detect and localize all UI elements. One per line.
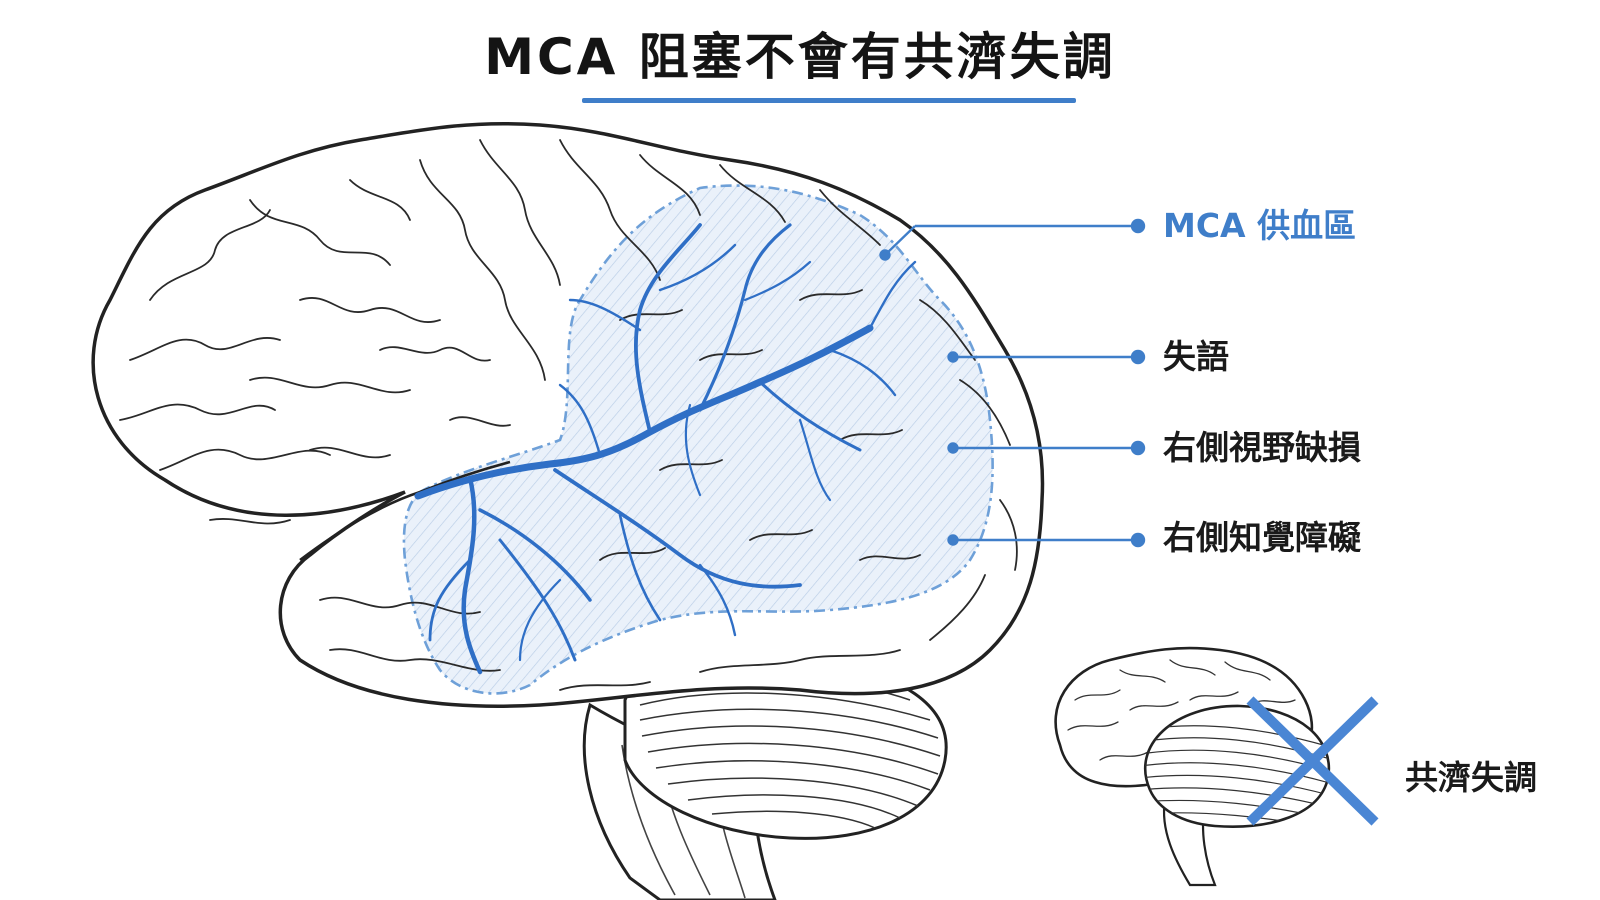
diagram-title: MCA 阻塞不會有共濟失調 (484, 28, 1116, 86)
mca-vessel-icon (414, 223, 917, 675)
deficit-label-visual-field: 右側視野缺損 (1163, 428, 1361, 467)
mca-territory-label: MCA 供血區 (1163, 206, 1357, 245)
cerebellum-illustration-icon (1054, 646, 1331, 887)
ataxia-label: 共濟失調 (1405, 758, 1537, 797)
deficit-label-sensory: 右側知覺障礙 (1163, 518, 1361, 557)
cross-icon (1246, 696, 1379, 826)
brain-illustration-icon (91, 121, 1045, 900)
deficit-label-aphasia: 失語 (1163, 337, 1229, 376)
callout-leaders (879, 218, 1146, 548)
title-underline (582, 98, 1076, 103)
